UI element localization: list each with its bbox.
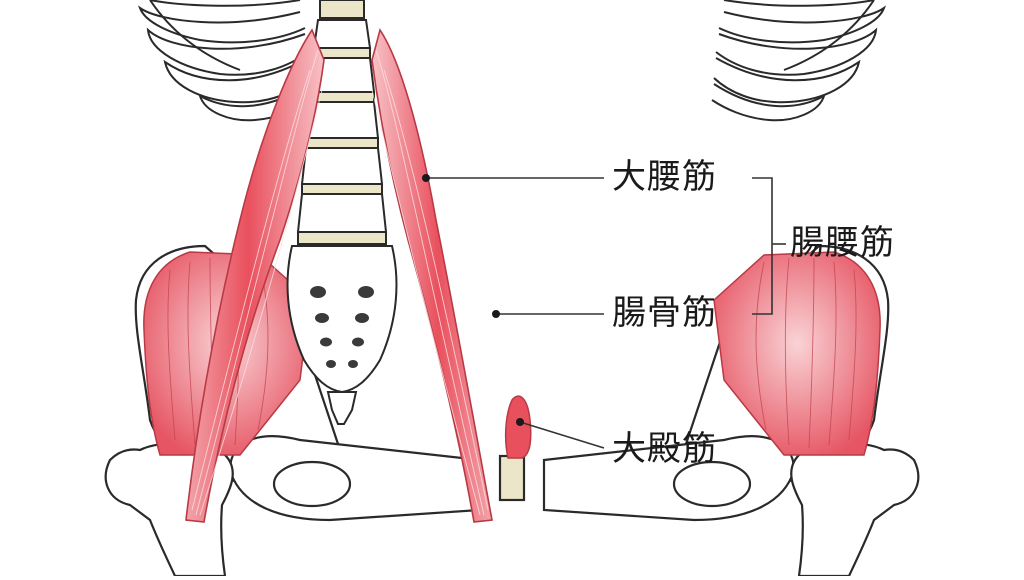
lumbar-spine — [296, 0, 388, 245]
label-iliacus: 腸骨筋 — [612, 293, 717, 333]
gluteus-maximus-muscle — [504, 395, 532, 459]
rib-cage — [137, 0, 887, 122]
psoas-major-muscle — [185, 28, 493, 523]
label-psoas-major: 大腰筋 — [612, 157, 717, 197]
sacrum — [286, 245, 398, 425]
label-iliopsoas: 腸腰筋 — [790, 223, 895, 263]
leader-lines — [426, 177, 786, 449]
leader-dots — [422, 174, 524, 426]
label-gluteus-maximus: 大殿筋 — [612, 429, 717, 469]
